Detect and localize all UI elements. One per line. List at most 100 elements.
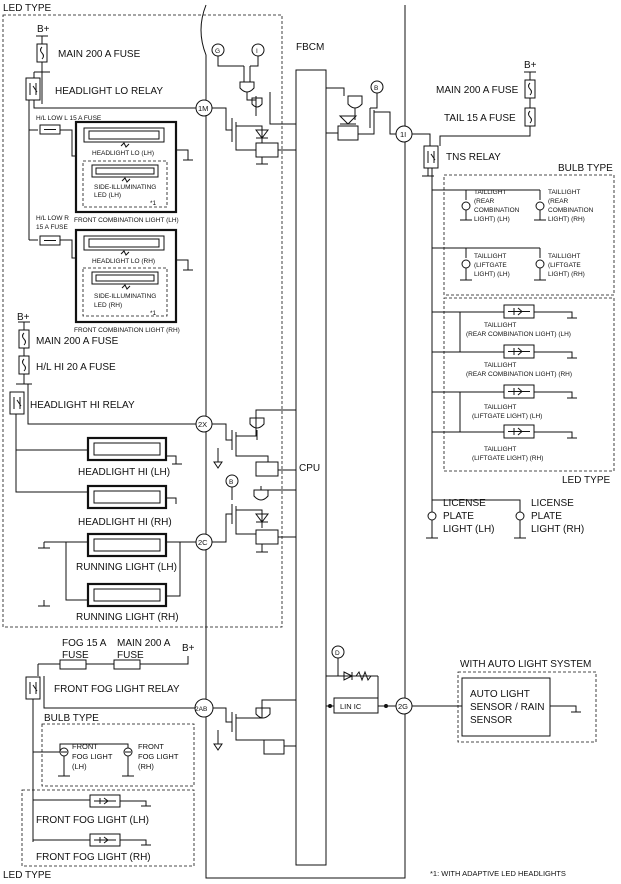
fog-fuse-icon [59,659,87,670]
running-light-lh-icon [86,532,168,558]
fbcm-module: FBCM CPU LIN IC [200,4,406,879]
tl-lg-rh-label-3: LIGHT) (RH) [548,271,585,278]
headlight-hi-lh-icon [86,436,168,462]
headlight-lo-lh-label: HEADLIGHT LO (LH) [92,150,154,157]
tl-rc-rh-label-1: TAILLIGHT [548,189,580,196]
fog-lh-label-3: (LH) [72,762,87,771]
tl-lg-lh-label-1: TAILLIGHT [474,253,506,260]
led-type-box-fog [21,789,195,867]
auto-light-label-3: SENSOR [470,715,512,726]
license-rh-label-1: LICENSE [531,498,574,509]
tl-lg-lh-label-3: LIGHT) (LH) [474,271,510,278]
tl-rc-lh-label-4: LIGHT) (LH) [474,216,510,223]
tl-lg-rh-label-1: TAILLIGHT [548,253,580,260]
tl-rc-lh-label-3: COMBINATION [474,207,520,214]
led-tl-lg-lh-label-2: (LIFTGATE LIGHT) (LH) [472,413,542,420]
hl-low-l-fuse-label: H/L LOW L 15 A FUSE [36,115,102,122]
tl-rc-rh-label-4: LIGHT) (RH) [548,216,585,223]
main-fuse-3-label-1: MAIN 200 A [117,638,171,649]
led-tl-lg-rh-label-2: (LIFTGATE LIGHT) (RH) [472,455,543,462]
side-led-rh-label-2: LED (RH) [94,302,122,309]
led-tl-rc-lh-label-1: TAILLIGHT [484,322,516,329]
hi-relay-label: HEADLIGHT HI RELAY [30,400,135,411]
headlight-hi-lh-label: HEADLIGHT HI (LH) [78,467,170,478]
fbcm-internal-drivers [212,56,396,755]
hl-low-r-fuse-label-1: H/L LOW R [36,215,69,222]
cpu-label: CPU [299,463,320,474]
running-light-rh-label: RUNNING LIGHT (RH) [76,612,179,623]
license-lh-label-1: LICENSE [443,498,486,509]
license-rh-label-3: LIGHT (RH) [531,524,584,535]
tl-rc-rh-label-2: (REAR [548,198,569,205]
running-light-lh-label: RUNNING LIGHT (LH) [76,562,177,573]
fog-relay-label: FRONT FOG LIGHT RELAY [54,684,180,695]
fog-led-lh-label: FRONT FOG LIGHT (LH) [36,815,149,826]
main-fuse-2-label: MAIN 200 A FUSE [36,336,119,347]
headlight-lo-rh-label: HEADLIGHT LO (RH) [92,258,155,265]
hi-relay-icon [9,391,25,415]
auto-light-sensor-box [461,677,551,737]
tl-rc-rh-label-3: COMBINATION [548,207,594,214]
led-tl-rc-rh-label-1: TAILLIGHT [484,362,516,369]
terminal-d-label: D [335,650,340,657]
fog-rh-label-3: (RH) [138,762,154,771]
connector-2g-label: 2G [398,702,408,711]
connector-2c-label: 2C [198,538,208,547]
tl-lg-lh-label-2: (LIFTGATE [474,262,507,269]
main-fuse-3-icon [113,659,141,670]
side-led-lh-label-2: LED (LH) [94,192,121,199]
footnote-mark: *1 [150,310,157,317]
led-type-label-top: LED TYPE [3,3,51,14]
auto-light-label-2: SENSOR / RAIN [470,702,544,713]
tns-relay-label: TNS RELAY [446,152,501,163]
footnote: *1: WITH ADAPTIVE LED HEADLIGHTS [430,869,566,878]
fcl-rh-label: FRONT COMBINATION LIGHT (RH) [74,327,180,334]
connector-2ab-label: 2AB [195,706,207,713]
terminal-b-2-label: B [229,479,233,486]
fog-led-rh-label: FRONT FOG LIGHT (RH) [36,852,151,863]
headlight-hi-circuit: B+ MAIN 200 A FUSE H/L HI 20 A FUSE HEAD… [9,312,208,623]
license-lh-label-3: LIGHT (LH) [443,524,495,535]
footnote-mark: *1 [150,200,157,207]
fcl-lh-label: FRONT COMBINATION LIGHT (LH) [74,217,179,224]
auto-light-title: WITH AUTO LIGHT SYSTEM [460,659,591,670]
main-fuse-label: MAIN 200 A FUSE [58,49,141,60]
tl-rc-lh-bulb-icon [461,201,471,211]
license-lh-bulb-icon [427,511,437,521]
fbcm-label: FBCM [296,42,324,53]
lo-relay-icon [25,77,41,101]
main-fuse-3-label-2: FUSE [117,650,144,661]
fog-lh-label-2: FOG LIGHT [72,752,113,761]
tail-fuse-label: TAIL 15 A FUSE [444,113,516,124]
led-type-box-tail [443,297,615,472]
auto-light-sensor: WITH AUTO LIGHT SYSTEM AUTO LIGHT SENSOR… [412,659,597,743]
tl-lg-lh-bulb-icon [461,259,471,269]
led-tl-rc-lh-icon [503,304,577,319]
led-tl-lg-lh-icon [503,384,577,399]
tns-circuit: B+ MAIN 200 A FUSE TAIL 15 A FUSE TNS RE… [412,60,615,539]
bplus-label: B+ [17,312,30,323]
hl-hi-fuse-label: H/L HI 20 A FUSE [36,362,116,373]
led-tl-lg-rh-label-1: TAILLIGHT [484,446,516,453]
terminal-i [251,43,265,57]
fog-rh-label-2: FOG LIGHT [138,752,179,761]
auto-light-label-1: AUTO LIGHT [470,689,530,700]
tl-rc-lh-label-2: (REAR [474,198,495,205]
tl-rc-lh-label-1: TAILLIGHT [474,189,506,196]
led-tl-lg-rh-icon [503,424,577,439]
license-rh-label-2: PLATE [531,511,562,522]
connector-1m-label: 1M [198,104,208,113]
bulb-type-label-fog: BULB TYPE [44,713,99,724]
bulb-type-box-fog [41,723,195,787]
bulb-type-box-tail [443,174,615,296]
bplus-label: B+ [37,24,50,35]
bplus-label: B+ [524,60,537,71]
led-type-box-left [2,14,283,628]
connector-2x-label: 2X [198,420,207,429]
headlight-hi-rh-icon [86,484,168,510]
tl-rc-rh-bulb-icon [535,201,545,211]
lo-relay-label: HEADLIGHT LO RELAY [55,86,163,97]
license-lh-label-2: PLATE [443,511,474,522]
headlight-lo-rh-icon [83,235,165,251]
